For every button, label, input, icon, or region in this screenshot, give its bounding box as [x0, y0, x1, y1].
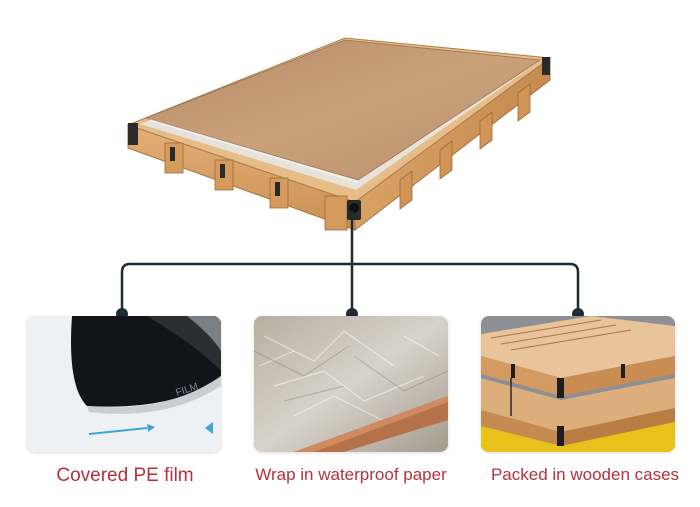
wooden-cases-icon	[481, 316, 675, 452]
caption-wooden-cases: Packed in wooden cases	[490, 465, 680, 484]
pe-film-icon: FILM	[27, 316, 221, 452]
caption-waterproof-paper: Wrap in waterproof paper	[255, 465, 447, 484]
caption-pe-film: Covered PE film	[56, 465, 194, 486]
wooden-pallet-with-sheet-icon	[110, 30, 580, 245]
waterproof-paper-icon	[254, 316, 448, 452]
